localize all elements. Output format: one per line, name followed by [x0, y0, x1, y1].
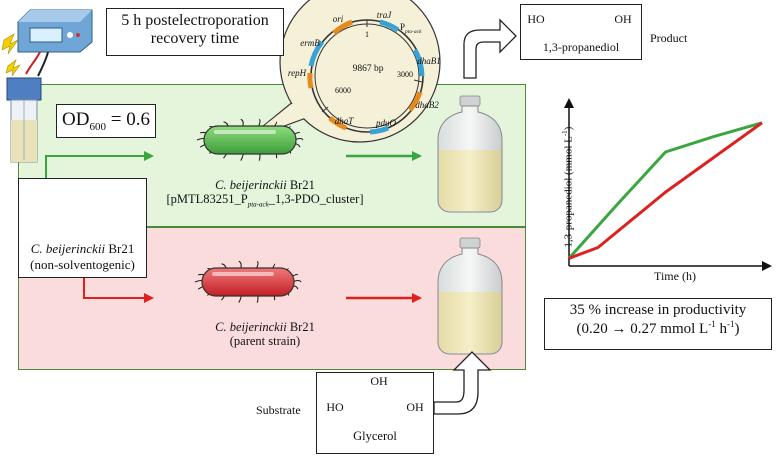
engineered-plasmid-prefix: [pMTL83251_P [166, 192, 248, 207]
od-value: = 0.6 [105, 109, 150, 130]
productivity-chart [564, 98, 772, 271]
result-line-2-prefix: (0.20 → 0.27 mmol L [576, 321, 709, 337]
chart-xlabel: Time (h) [654, 269, 696, 283]
cuvette-icon [6, 77, 42, 163]
promoter-label: P [400, 22, 406, 32]
bottle-engineered [437, 95, 503, 213]
source-species: C. beijerinckii [30, 241, 106, 256]
electroporator-icon [17, 9, 93, 53]
chart-ylabel-suffix: ) [562, 126, 575, 131]
engineered-label: C. beijerinckii Br21 [pMTL83251_Ppta-ack… [150, 178, 380, 209]
chart-ylabel-text: 1,3-propanediol (mmol L [562, 136, 575, 248]
engineered-strain: Br21 [286, 178, 315, 192]
chart-series-line-0 [567, 121, 763, 260]
result-box: 35 % increase in productivity (0.20 → 0.… [544, 298, 772, 350]
glycerol-oh-top: OH [370, 374, 388, 388]
lightning-icon [1, 33, 21, 77]
engineered-species: C. beijerinckii [215, 178, 287, 192]
gene-pduO: pduO [376, 118, 396, 128]
glycerol-box: OH HO OH Glycerol [316, 372, 434, 454]
result-line-2-mid: h [715, 321, 727, 337]
glycerol-ho: HO [326, 400, 344, 414]
od-sub: 600 [89, 120, 106, 133]
engineered-plasmid-suffix: _1,3-PDO_cluster] [268, 192, 364, 207]
gene-dhaB2: dhaB2 [415, 100, 439, 110]
result-exp-1: -1 [708, 319, 716, 329]
chart-series-line-1 [568, 121, 763, 260]
product-arrow [463, 18, 517, 79]
result-line-2-suffix: ) [734, 321, 740, 337]
product-ho: HO [527, 12, 545, 26]
parent-strain: Br21 [286, 320, 315, 334]
gene-repH: repH [287, 68, 307, 78]
result-line-1: 35 % increase in productivity [569, 302, 747, 318]
product-box: HO OH 1,3-propanediol [520, 4, 642, 60]
source-note: (non-solventogenic) [30, 257, 135, 272]
source-strain-box: C. beijerinckii Br21 (non-solventogenic) [18, 178, 147, 278]
recovery-line-2: recovery time [150, 30, 240, 47]
gene-traJ: traJ [376, 10, 392, 20]
glycerol-name: Glycerol [353, 429, 397, 443]
recovery-time-box: 5 h postelectroporation recovery time [106, 8, 284, 56]
plasmid-size: 9867 bp [352, 64, 384, 74]
parent-label: C. beijerinckii Br21 (parent strain) [170, 320, 360, 349]
parent-species: C. beijerinckii [215, 320, 287, 334]
product-name: 1,3-propanediol [542, 40, 620, 54]
recovery-line-1: 5 h postelectroporation [121, 12, 269, 29]
plasmid-tick-3000: 3000 [397, 70, 413, 79]
gene-promoter: Ppta-ack [400, 22, 434, 35]
product-oh: OH [614, 12, 632, 26]
plasmid-map [307, 19, 425, 135]
chart-ylabel-exp: -1 [560, 130, 569, 137]
gene-ermB: ermB [300, 38, 320, 48]
bottle-parent [437, 237, 503, 355]
substrate-label: Substrate [256, 403, 301, 417]
result-exp-2: -1 [726, 319, 735, 329]
product-label: Product [650, 31, 688, 45]
gene-dhaB1: dhaB1 [417, 56, 441, 66]
parent-note: (parent strain) [229, 334, 301, 349]
plasmid-tick-6000: 6000 [335, 86, 351, 95]
gene-dhaT: dhaT [334, 116, 354, 126]
source-strain: Br21 [105, 241, 135, 256]
od-box: OD600 = 0.6 [56, 104, 156, 138]
plasmid-tick-1: 1 [365, 30, 369, 39]
od-label: OD [62, 109, 90, 130]
engineered-cell [196, 118, 304, 161]
gene-ori: ori [332, 14, 344, 24]
parent-cell [194, 260, 302, 303]
glycerol-oh-right: OH [406, 400, 424, 414]
engineered-plasmid-sub: pta-ack [247, 200, 269, 209]
promoter-sub: pta-ack [405, 28, 422, 35]
chart-ylabel: 1,3-propanediol (mmol L-1) [561, 107, 575, 267]
